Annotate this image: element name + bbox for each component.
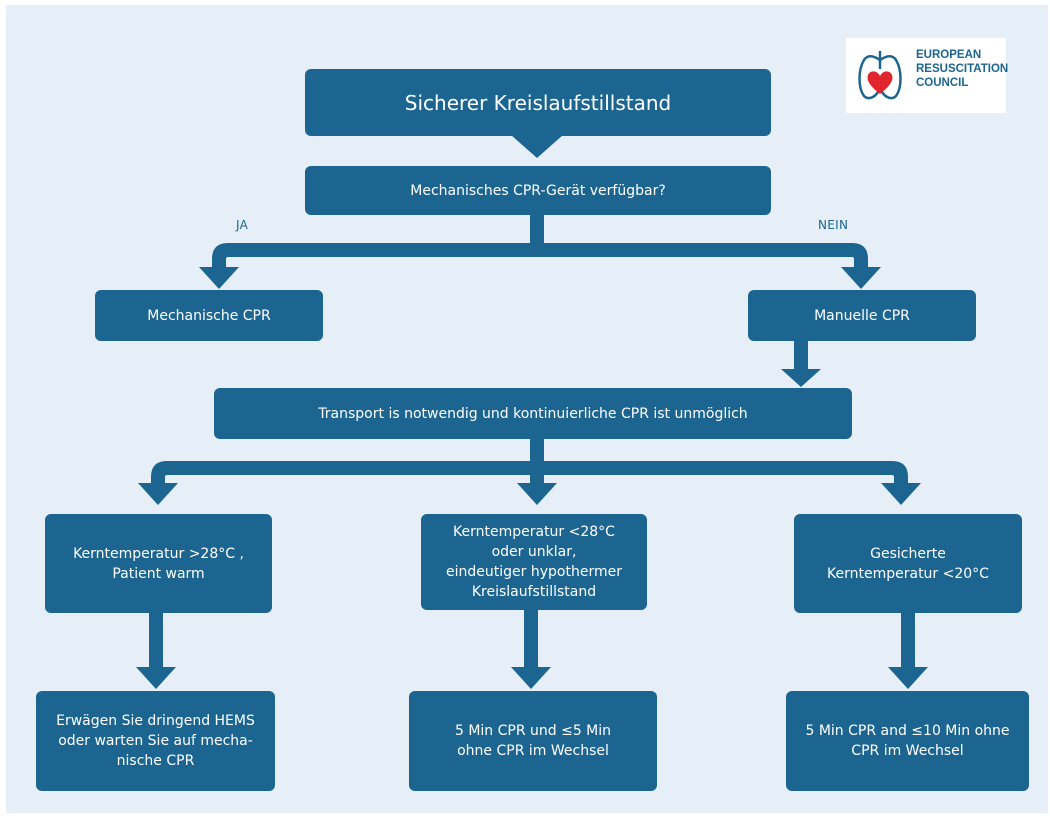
erc-logo: EUROPEAN RESUSCITATION COUNCIL bbox=[846, 38, 1009, 113]
arrow-head-col2-action bbox=[511, 667, 551, 689]
mechanical-cpr-box: Mechanische CPR bbox=[95, 290, 323, 341]
start-pointer bbox=[511, 135, 563, 158]
start-box: Sicherer Kreislaufstillstand bbox=[305, 69, 771, 136]
col3-condition-box: Gesicherte Kerntemperatur <20°C bbox=[794, 514, 1022, 613]
transport-box: Transport is notwendig und kontinuierlic… bbox=[214, 388, 852, 439]
yes-label: JA bbox=[236, 218, 249, 232]
col3-action-box: 5 Min CPR and ≤10 Min ohne CPR im Wechse… bbox=[786, 691, 1029, 791]
transport-stem bbox=[530, 439, 544, 464]
branch-three-way bbox=[151, 461, 908, 483]
arrow-head-transport bbox=[781, 369, 821, 387]
col2-condition-box: Kerntemperatur <28°C oder unklar, eindeu… bbox=[421, 514, 647, 610]
manual-cpr-box: Manuelle CPR bbox=[748, 290, 976, 341]
col1-condition-box: Kerntemperatur >28°C , Patient warm bbox=[45, 514, 272, 613]
no-label: NEIN bbox=[818, 218, 849, 232]
lungs-heart-icon bbox=[858, 50, 902, 100]
arrow-head-col1 bbox=[138, 483, 178, 505]
col2-stem bbox=[524, 610, 538, 667]
middle-stem bbox=[530, 461, 544, 483]
arrow-head-col3 bbox=[881, 483, 921, 505]
branch-yes-no bbox=[212, 243, 868, 267]
arrow-head-col2 bbox=[517, 483, 557, 505]
arrow-head-yes bbox=[199, 267, 239, 289]
col1-stem bbox=[149, 613, 163, 667]
col3-stem bbox=[901, 613, 915, 667]
question-box: Mechanisches CPR-Gerät verfügbar? bbox=[305, 166, 771, 215]
question-stem bbox=[530, 215, 544, 243]
connector-arrows bbox=[136, 135, 928, 689]
arrow-head-no bbox=[841, 267, 881, 289]
manual-stem bbox=[794, 341, 808, 369]
col2-action-box: 5 Min CPR und ≤5 Min ohne CPR im Wechsel bbox=[409, 691, 657, 791]
diagram-canvas: Sicherer Kreislaufstillstand Mechanische… bbox=[6, 5, 1048, 813]
col1-action-box: Erwägen Sie dringend HEMS oder warten Si… bbox=[36, 691, 275, 791]
arrow-head-col3-action bbox=[888, 667, 928, 689]
arrow-head-col1-action bbox=[136, 667, 176, 689]
logo-text: EUROPEAN RESUSCITATION COUNCIL bbox=[916, 49, 1009, 89]
